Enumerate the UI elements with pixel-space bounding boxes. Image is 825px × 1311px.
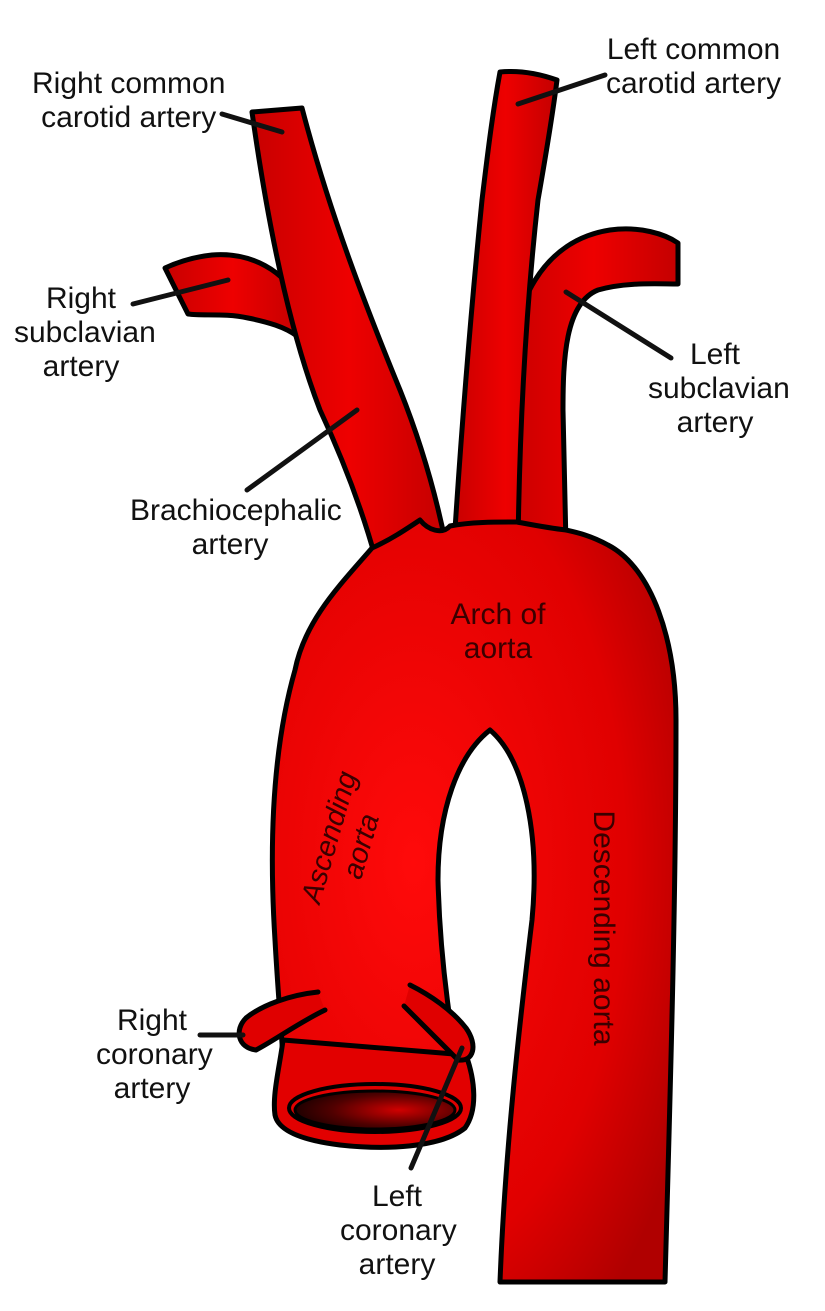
label-arch-of-aorta: Arch of aorta (450, 598, 546, 665)
leader-left-subclavian (563, 289, 674, 361)
label-brachiocephalic: Brachiocephalic artery (130, 494, 342, 561)
left-coronary-artery (401, 982, 476, 1063)
right-coronary-artery (236, 989, 328, 1053)
label-left-coronary: Left coronary artery (340, 1180, 457, 1281)
leader-left-coronary (408, 1045, 465, 1171)
leader-brachiocephalic (244, 407, 360, 493)
label-left-common-carotid: Left common carotid artery (606, 33, 782, 100)
left-common-carotid-artery (451, 69, 560, 548)
label-right-subclavian: Right subclavian artery (14, 282, 156, 383)
label-descending-aorta: Descending aorta (587, 810, 620, 1046)
leader-left-common-carotid (515, 72, 608, 107)
label-right-coronary: Right coronary artery (96, 1004, 213, 1105)
aortic-lumen (293, 1089, 457, 1131)
leader-right-common-carotid (219, 111, 285, 135)
right-subclavian-artery (162, 252, 303, 339)
brachiocephalic-trunk (249, 105, 449, 563)
left-subclavian-artery (506, 226, 681, 548)
label-right-common-carotid: Right common carotid artery (32, 67, 226, 134)
leader-right-subclavian (130, 277, 231, 307)
label-left-subclavian: Left subclavian artery (648, 338, 790, 439)
